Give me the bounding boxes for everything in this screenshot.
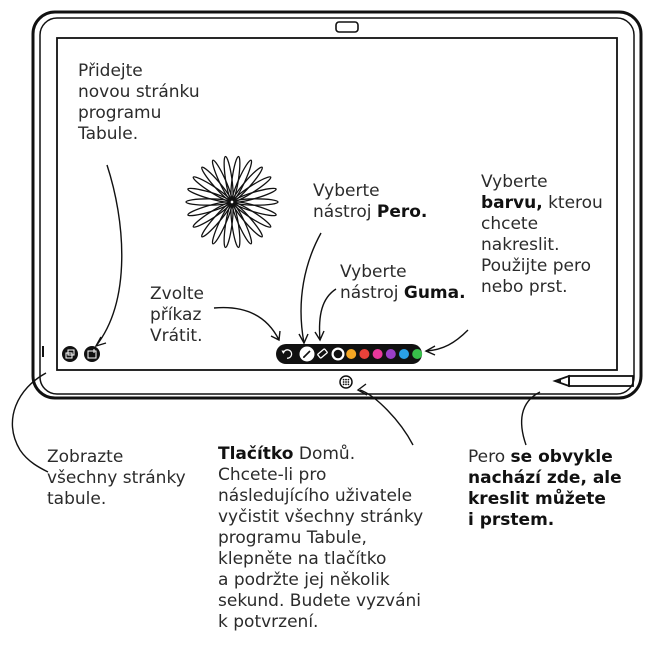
arrowhead-color xyxy=(424,345,436,356)
color-text-2: kterou chcete nakreslit. Použijte pero n… xyxy=(481,193,603,297)
all-pages-label: Zobrazte všechny stránky tabule. xyxy=(47,447,186,509)
undo-icon[interactable] xyxy=(278,345,296,363)
eraser-text: Vyberte nástroj xyxy=(340,262,407,303)
color-swatch[interactable] xyxy=(372,349,383,359)
pen-note-bold: se obvykle nachází zde, ale kreslit může… xyxy=(468,447,622,530)
pen-note-text: Pero xyxy=(468,447,511,467)
leader-pen xyxy=(300,232,322,344)
leader-stylus xyxy=(520,391,541,446)
screen xyxy=(56,37,618,371)
home-bold: Tlačítko xyxy=(218,444,294,464)
color-label: Vyberte barvu, kterou chcete nakreslit. … xyxy=(481,172,603,298)
color-swatch[interactable] xyxy=(346,349,357,359)
color-bold: barvu, xyxy=(481,193,543,213)
color-swatch[interactable] xyxy=(333,349,343,359)
home-text: Domů. Chcete-li pro následujícího uživat… xyxy=(218,444,424,632)
leader-color xyxy=(425,329,469,352)
color-swatch[interactable] xyxy=(385,349,396,359)
leader-new-page xyxy=(95,164,123,347)
pen-tool-bold: Pero. xyxy=(376,202,428,222)
color-swatch[interactable] xyxy=(399,349,409,359)
eraser-bold: Guma. xyxy=(403,283,466,303)
pen-tool-label: Vyberte nástroj Pero. xyxy=(313,181,427,223)
home-icon[interactable] xyxy=(339,375,353,389)
pages-icon[interactable] xyxy=(62,346,78,362)
pen-icon[interactable] xyxy=(299,346,315,362)
arrowhead-pen xyxy=(298,333,309,345)
leader-undo xyxy=(213,306,280,341)
flower-drawing xyxy=(185,155,279,249)
eraser-icon[interactable] xyxy=(317,348,328,359)
leader-eraser xyxy=(318,288,337,341)
arrowhead-eraser xyxy=(314,330,325,342)
color-swatch[interactable] xyxy=(412,349,423,359)
flower-petal xyxy=(233,187,277,203)
leader-home xyxy=(359,389,414,446)
undo-label: Zvolte příkaz Vrátit. xyxy=(150,284,204,346)
color-swatch[interactable] xyxy=(359,349,370,359)
arrowhead-new-page xyxy=(94,336,107,348)
color-palette xyxy=(331,347,423,361)
pen-tool-text: Vyberte nástroj xyxy=(313,181,380,222)
eraser-label: Vyberte nástroj Guma. xyxy=(340,262,466,304)
device-inner-frame xyxy=(39,17,635,395)
home-label: Tlačítko Domů. Chcete-li pro následující… xyxy=(218,444,423,633)
new-page-label: Přidejte novou stránku programu Tabule. xyxy=(78,61,200,144)
arrowhead-home xyxy=(356,383,368,396)
device-frame xyxy=(31,10,643,400)
stylus-icon[interactable] xyxy=(552,374,634,388)
camera-icon xyxy=(335,21,359,33)
leader-all-pages xyxy=(11,372,49,473)
color-text-1: Vyberte xyxy=(481,172,548,192)
arrowhead-undo xyxy=(270,330,281,342)
pen-note-label: Pero se obvykle nachází zde, ale kreslit… xyxy=(468,447,622,531)
new-page-icon[interactable] xyxy=(84,346,100,362)
